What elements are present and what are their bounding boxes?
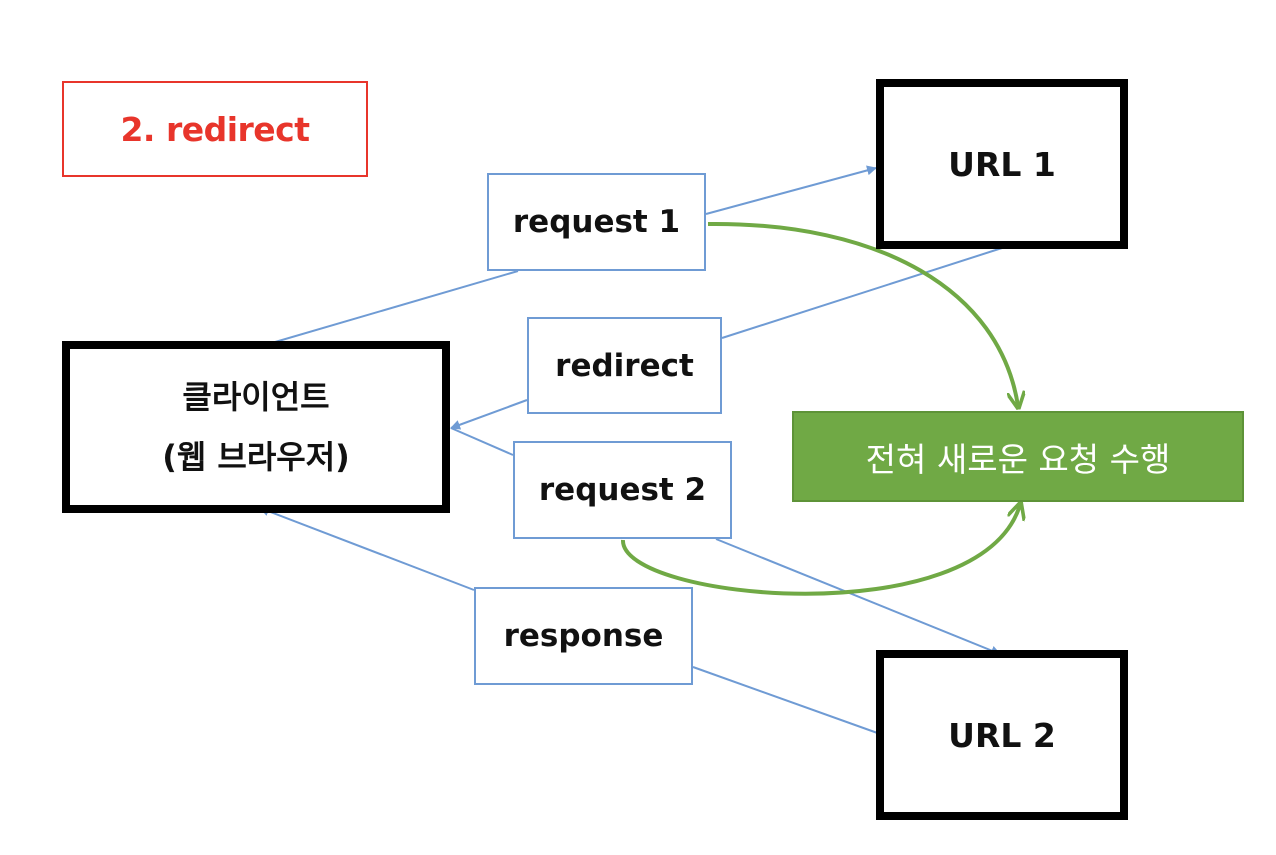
request2-label: request 2 (538, 472, 707, 508)
edge-request2-in (450, 427, 514, 456)
url2-node: URL 2 (876, 650, 1128, 820)
edge-redirect-in (721, 247, 1003, 339)
client-node: 클라이언트 (웹 브라우저) (62, 341, 450, 513)
redirect-label: redirect (555, 347, 694, 384)
new-request-action-box: 전혀 새로운 요청 수행 (792, 411, 1244, 502)
client-label-line1: 클라이언트 (182, 378, 330, 416)
edge-response-out (259, 506, 475, 591)
response-label-box: response (474, 587, 693, 685)
url2-label: URL 2 (948, 715, 1056, 755)
request1-label: request 1 (512, 204, 681, 240)
new-request-action-label: 전혀 새로운 요청 수행 (865, 439, 1171, 479)
diagram-title: 2. redirect (62, 81, 368, 177)
client-label-line2: (웹 브라우저) (162, 438, 350, 476)
edge-request1-out (705, 165, 877, 215)
edge-redirect-out (450, 399, 528, 430)
edge-request2-out (715, 538, 1001, 656)
request1-label-box: request 1 (487, 173, 706, 271)
url1-label: URL 1 (948, 144, 1056, 184)
diagram-title-text: 2. redirect (120, 109, 310, 149)
url1-node: URL 1 (876, 79, 1128, 249)
curve-request2-to-action (620, 505, 1020, 596)
edge-response-in (692, 666, 884, 736)
redirect-label-box: redirect (527, 317, 722, 414)
edge-request1-in (257, 270, 519, 348)
curve-request1-to-action (707, 221, 1018, 406)
response-label: response (503, 618, 664, 654)
request2-label-box: request 2 (513, 441, 732, 539)
